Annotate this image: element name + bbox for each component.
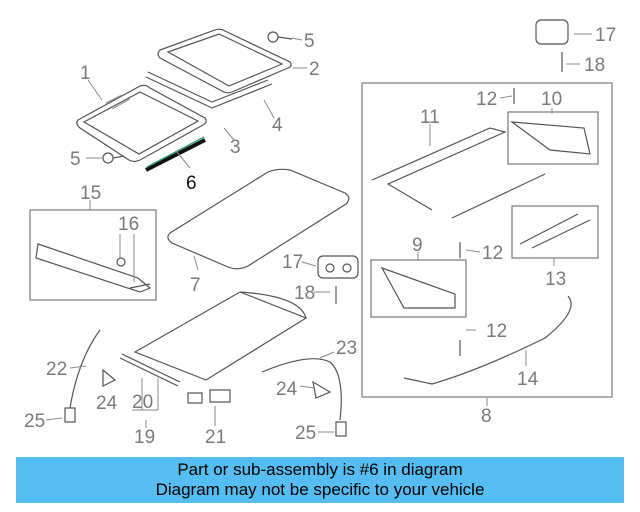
callout-1: 1 [80,63,91,84]
box-13 [511,205,599,259]
part-24-clip-right [312,380,332,399]
callout-2: 2 [309,59,320,80]
part-sunshade-panel [133,291,308,381]
callout-5-top: 5 [304,31,315,52]
callout-6: 6 [186,173,197,194]
callout-21: 21 [205,427,226,448]
callout-12-mid: 12 [482,243,503,264]
leader-lines [45,33,592,433]
part-21-bracket [187,389,231,404]
part-23-drain-hose-right [261,358,342,421]
part-11-rail [371,127,546,219]
part-2-frame [157,28,292,94]
callout-3: 3 [230,137,241,158]
callout-25-right: 25 [295,423,316,444]
part-7-seal-ring [167,168,350,270]
callout-labels: 1 2 3 4 5 5 6 7 8 9 10 11 12 12 12 13 14… [24,25,616,448]
callout-13: 13 [545,269,566,290]
part-1-glass-panel [76,84,207,163]
part-5-bolt-top [267,31,293,43]
box-8 [361,82,613,398]
part-16-clip [116,257,151,289]
part-24-clip-left [102,368,117,387]
banner-line-1: Part or sub-assembly is #6 in diagram [177,460,463,479]
box-15 [29,209,157,301]
callout-12-low: 12 [486,321,507,342]
callout-19: 19 [134,427,155,448]
part-9-bracket [380,266,456,309]
callout-14: 14 [517,369,539,390]
info-banner: Part or sub-assembly is #6 in diagram Di… [16,457,624,503]
callout-17-right: 17 [595,25,616,46]
callout-11: 11 [420,107,440,128]
part-5-bolt-left [102,152,125,164]
callout-5-left: 5 [70,149,81,170]
callout-18-right: 18 [584,55,605,76]
part-17-motor-right [535,19,569,45]
box-10 [507,111,599,165]
part-4-deflector-seal [145,71,273,109]
callout-18-left: 18 [294,283,315,304]
callout-4: 4 [272,115,283,136]
callout-24-right: 24 [276,379,298,400]
callout-15: 15 [80,183,101,204]
part-22-drain-hose-left [69,329,101,409]
part-25-grommet-left [64,407,76,423]
part-17-motor-left [317,255,359,279]
part-20-rail [119,353,181,387]
callout-22: 22 [46,359,67,380]
callout-25-left: 25 [24,411,45,432]
banner-line-2: Diagram may not be specific to your vehi… [155,480,485,499]
callout-16: 16 [118,214,139,235]
callout-20: 20 [132,392,153,413]
callout-17-left: 17 [282,252,303,273]
callout-8: 8 [481,406,492,427]
part-15-sunshade-assembly [35,243,152,293]
callout-12-top: 12 [476,89,497,110]
callout-23: 23 [336,338,357,359]
part-13-mechanism [519,213,591,249]
part-10-bracket [509,121,591,155]
callout-10: 10 [541,89,562,110]
part-25-grommet-right [335,421,347,437]
callout-7: 7 [190,275,201,296]
part-14-cable [403,295,572,385]
part-6-seal-strip [145,136,206,172]
callout-24-left: 24 [96,393,118,414]
parts-diagram: 1 2 3 4 5 5 6 7 8 9 10 11 12 12 12 13 14… [24,19,616,448]
callout-9: 9 [412,235,423,256]
